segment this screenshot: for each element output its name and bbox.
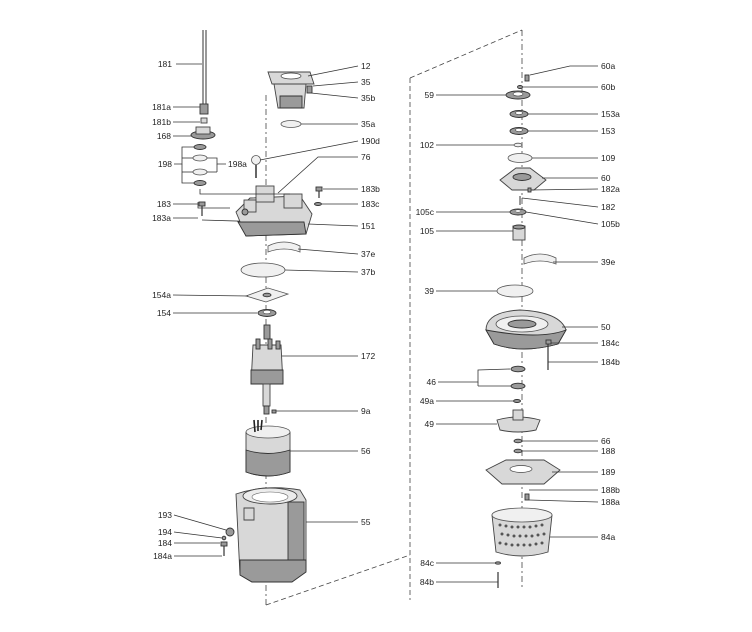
label-188b: 188b: [601, 485, 620, 495]
label-183c: 183c: [361, 199, 380, 209]
label-198: 198: [158, 159, 172, 169]
label-60b: 60b: [601, 82, 615, 92]
label-84a: 84a: [601, 532, 615, 542]
label-172: 172: [361, 351, 375, 361]
strainer-part: [491, 507, 553, 557]
label-194: 194: [158, 527, 172, 537]
label-181: 181: [158, 59, 172, 69]
label-188: 188: [601, 446, 615, 456]
label-105c: 105c: [416, 207, 435, 217]
bracket-part: [485, 309, 568, 350]
label-102: 102: [420, 140, 434, 150]
label-76: 76: [361, 152, 371, 162]
label-188a: 188a: [601, 497, 620, 507]
label-37b: 37b: [361, 267, 375, 277]
motor-housing-part: [235, 487, 307, 583]
label-39e: 39e: [601, 257, 615, 267]
label-35a: 35a: [361, 119, 375, 129]
label-56: 56: [361, 446, 371, 456]
label-66: 66: [601, 436, 611, 446]
label-198a: 198a: [228, 159, 247, 169]
label-183: 183: [157, 199, 171, 209]
label-153: 153: [601, 126, 615, 136]
label-35: 35: [361, 77, 371, 87]
label-49a: 49a: [420, 396, 434, 406]
label-151: 151: [361, 221, 375, 231]
part-labels: 181 181a 181b 168 198 198a 183 183a 154a…: [152, 59, 620, 587]
label-46: 46: [427, 377, 437, 387]
label-168: 168: [157, 131, 171, 141]
cable-part: [199, 30, 209, 124]
label-181a: 181a: [152, 102, 171, 112]
label-184: 184: [158, 538, 172, 548]
label-84c: 84c: [420, 558, 434, 568]
label-37e: 37e: [361, 249, 375, 259]
label-35b: 35b: [361, 93, 375, 103]
label-59: 59: [425, 90, 435, 100]
stator-part: [245, 419, 291, 477]
label-182: 182: [601, 202, 615, 212]
label-55: 55: [361, 517, 371, 527]
label-153a: 153a: [601, 109, 620, 119]
motor-top-housing-part: [235, 185, 313, 237]
label-193: 193: [158, 510, 172, 520]
label-154a: 154a: [152, 290, 171, 300]
label-9a: 9a: [361, 406, 371, 416]
label-190d: 190d: [361, 136, 380, 146]
leader-lines: [172, 63, 599, 583]
label-109: 109: [601, 153, 615, 163]
rotor-part: [250, 324, 284, 415]
label-183b: 183b: [361, 184, 380, 194]
label-184c: 184c: [601, 338, 620, 348]
label-182a: 182a: [601, 184, 620, 194]
label-189: 189: [601, 467, 615, 477]
label-50: 50: [601, 322, 611, 332]
label-84b: 84b: [420, 577, 434, 587]
label-60a: 60a: [601, 61, 615, 71]
label-39: 39: [425, 286, 435, 296]
label-105: 105: [420, 226, 434, 236]
label-60: 60: [601, 173, 611, 183]
label-12: 12: [361, 61, 371, 71]
label-105b: 105b: [601, 219, 620, 229]
label-184b: 184b: [601, 357, 620, 367]
label-49: 49: [425, 419, 435, 429]
label-154: 154: [157, 308, 171, 318]
discharge-flange-part: [267, 71, 315, 109]
label-184a: 184a: [153, 551, 172, 561]
label-183a: 183a: [152, 213, 171, 223]
motor-assembly: [190, 30, 323, 583]
label-181b: 181b: [152, 117, 171, 127]
pump-assembly: [485, 74, 568, 588]
